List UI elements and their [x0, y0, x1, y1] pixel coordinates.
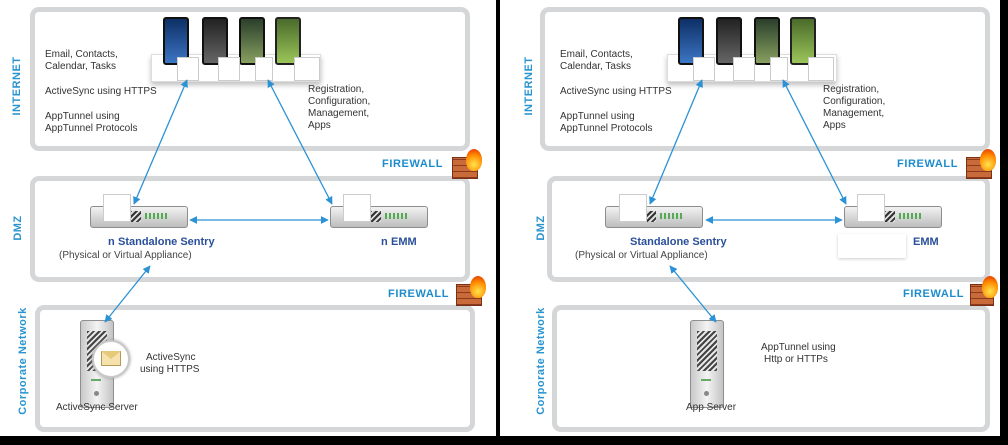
activesync-text: ActiveSync using HTTPS	[45, 86, 157, 97]
firewall-label: FIREWALL	[903, 288, 965, 300]
apptunnel-text-1: AppTunnel using	[560, 111, 635, 122]
redaction-box	[103, 194, 131, 222]
apptunnel-text-2: AppTunnel Protocols	[560, 123, 653, 134]
registration-text-2: Configuration,	[823, 96, 886, 107]
registration-text-3: Management,	[308, 108, 370, 119]
firewall-label: FIREWALL	[382, 158, 444, 170]
sentry-subtitle: (Physical or Virtual Appliance)	[575, 250, 708, 261]
corp-note-1: ActiveSync	[146, 352, 196, 363]
internet-zone-label: INTERNET	[11, 56, 23, 116]
redaction-box	[218, 57, 240, 81]
emm-title: EMM	[913, 236, 939, 248]
redaction-box	[343, 194, 371, 222]
sentry-prefix: n	[108, 236, 115, 248]
redaction-box	[733, 57, 755, 81]
redaction-box	[770, 57, 788, 81]
firewall-icon	[452, 149, 484, 179]
server-label: ActiveSync Server	[56, 402, 138, 413]
redaction-box	[838, 234, 906, 258]
activesync-text: ActiveSync using HTTPS	[560, 86, 672, 97]
redaction-box	[619, 194, 647, 222]
dmz-zone	[547, 176, 990, 282]
corp-note-1: AppTunnel using	[761, 342, 836, 353]
corporate-zone-label: Corporate Network	[17, 307, 29, 415]
server-icon	[690, 320, 724, 408]
registration-text-4: Apps	[823, 120, 846, 131]
registration-text-2: Configuration,	[308, 96, 371, 107]
redaction-box	[294, 57, 320, 81]
dmz-zone	[30, 176, 470, 282]
redaction-box	[857, 194, 885, 222]
smartphone-icon	[678, 17, 704, 65]
server-label: App Server	[686, 402, 737, 413]
firewall-label: FIREWALL	[897, 158, 959, 170]
firewall-label: FIREWALL	[388, 288, 450, 300]
redaction-box	[177, 57, 199, 81]
registration-text-4: Apps	[308, 120, 331, 131]
corporate-zone-label: Corporate Network	[535, 307, 547, 415]
firewall-icon	[456, 276, 488, 306]
redaction-box	[46, 230, 109, 250]
mail-icon	[92, 340, 130, 378]
apptunnel-text-1: AppTunnel using	[45, 111, 120, 122]
apptunnel-text-2: AppTunnel Protocols	[45, 123, 138, 134]
email-text-2: Calendar, Tasks	[45, 61, 116, 72]
registration-text-3: Management,	[823, 108, 885, 119]
redaction-box	[808, 57, 834, 81]
redaction-box	[693, 57, 715, 81]
corp-note-2: using HTTPS	[140, 364, 200, 375]
internet-zone-label: INTERNET	[523, 56, 535, 116]
registration-text-1: Registration,	[823, 84, 880, 95]
redaction-box	[255, 57, 273, 81]
email-text-1: Email, Contacts,	[560, 49, 633, 60]
dmz-zone-label: DMZ	[12, 215, 24, 241]
sentry-title: Standalone Sentry	[630, 236, 727, 248]
sentry-subtitle: (Physical or Virtual Appliance)	[59, 250, 192, 261]
corporate-zone	[552, 305, 990, 432]
dmz-zone-label: DMZ	[535, 215, 547, 241]
registration-text-1: Registration,	[308, 84, 365, 95]
redaction-box	[325, 230, 381, 250]
redaction-box	[556, 230, 624, 250]
firewall-icon	[970, 276, 1000, 306]
email-text-1: Email, Contacts,	[45, 49, 118, 60]
sentry-title: Standalone Sentry	[118, 236, 215, 248]
right-diagram-panel: INTERNET DMZ Corporate Network Email, Co…	[500, 0, 1000, 436]
corp-note-2: Http or HTTPs	[764, 354, 828, 365]
left-diagram-panel: INTERNET DMZ Corporate Network Email, Co…	[0, 0, 496, 436]
email-text-2: Calendar, Tasks	[560, 61, 631, 72]
emm-title: EMM	[391, 236, 417, 248]
firewall-icon	[966, 149, 998, 179]
emm-prefix: n	[381, 236, 388, 248]
